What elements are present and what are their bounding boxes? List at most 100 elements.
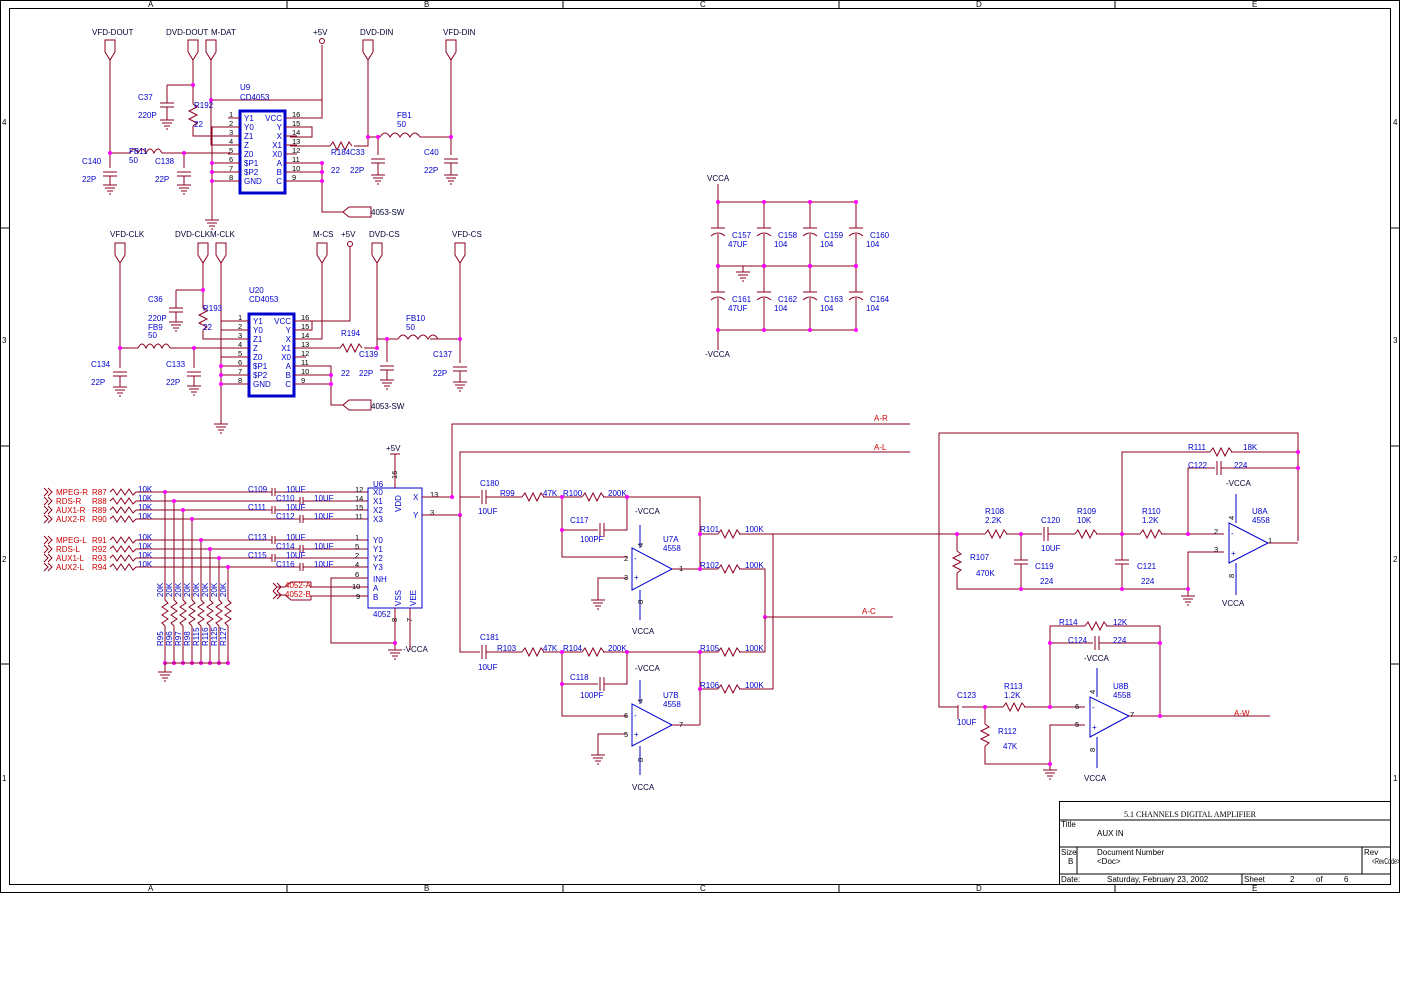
connector-vfd-din: VFD-DIN xyxy=(443,28,476,37)
u20-pinnum: 5 xyxy=(238,349,242,358)
r105-ref: R105 xyxy=(700,644,720,653)
input-resistor-val: 10K xyxy=(138,542,153,551)
c137-ref: C137 xyxy=(433,350,453,359)
input-net-label: MPEG-R xyxy=(56,488,88,497)
r112-ref: R112 xyxy=(998,727,1017,736)
u6-input-pin: Y3 xyxy=(373,563,383,572)
c140-val: 22P xyxy=(82,175,96,184)
c119-ref: C119 xyxy=(1035,562,1054,571)
c159-ref: C159 xyxy=(824,231,844,240)
connector-m-clk: M-CLK xyxy=(210,230,236,239)
u9-pinnum: 16 xyxy=(292,110,300,119)
input-resistor-ref: R90 xyxy=(92,515,107,524)
u7b-pin8: 8 xyxy=(636,758,645,762)
c180-ref: C180 xyxy=(480,479,500,488)
u20-pinnum: 3 xyxy=(238,331,242,340)
c164-val: 104 xyxy=(866,304,880,313)
fb11-val: 50 xyxy=(129,156,138,165)
u7b-ref: U7B xyxy=(663,691,679,700)
c157-val: 47UF xyxy=(728,240,748,249)
u9-pin-y1: Y1 xyxy=(244,114,254,123)
r102-val: 100K xyxy=(745,561,764,570)
c123-val: 10UF xyxy=(957,718,977,727)
tb-docnum: <Doc> xyxy=(1097,857,1121,866)
input-net-label: AUX2-L xyxy=(56,563,85,572)
u20-pinnum: 4 xyxy=(238,340,242,349)
r101-val: 100K xyxy=(745,525,764,534)
r184-ref: R184 xyxy=(331,148,351,157)
u20-pinnum: 12 xyxy=(301,349,309,358)
u9-pinnum: 10 xyxy=(292,164,300,173)
u20-pinnum: 10 xyxy=(301,367,309,376)
c118-val: 100PF xyxy=(580,691,604,700)
u9-pinnum: 15 xyxy=(292,119,300,128)
c140-ref: C140 xyxy=(82,157,102,166)
row-label: 3 xyxy=(1393,336,1398,345)
pulldown-ref: R97 xyxy=(174,631,183,646)
nvcca-u7a: -VCCA xyxy=(635,507,661,516)
u7a-pin1: 1 xyxy=(679,564,683,573)
tb-title-label: Title xyxy=(1061,820,1076,829)
c36-ref: C36 xyxy=(148,295,163,304)
r100-ref: R100 xyxy=(563,489,583,498)
pulldown-val: 20K xyxy=(165,582,174,597)
u20-pinnum: 11 xyxy=(301,358,309,367)
tb-size: B xyxy=(1068,857,1073,866)
tb-sheet: 2 xyxy=(1290,875,1295,884)
pulldown-val: 20K xyxy=(174,582,183,597)
c133-ref: C133 xyxy=(166,360,186,369)
tb-date-label: Date: xyxy=(1061,875,1080,884)
input-resistor-ref: R92 xyxy=(92,545,107,554)
u6-part: 4052 xyxy=(373,610,391,619)
u20-pinnum: 16 xyxy=(301,313,309,322)
u6-pin-y: Y xyxy=(413,511,419,520)
u6-input-pin: Y0 xyxy=(373,536,383,545)
r104-ref: R104 xyxy=(563,644,583,653)
u20-block: VFD-CLK DVD-CLK M-CLK M-CS +5V DVD-CS VF… xyxy=(91,230,482,434)
connector-dvd-cs: DVD-CS xyxy=(369,230,400,239)
tb-docnum-label: Document Number xyxy=(1097,848,1164,857)
pulldown-val: 20K xyxy=(183,582,192,597)
r109-val: 10K xyxy=(1077,516,1092,525)
c123-ref: C123 xyxy=(957,691,977,700)
c37-ref: C37 xyxy=(138,93,153,102)
c124-ref: C124 xyxy=(1068,636,1088,645)
svg-text:+: + xyxy=(1231,549,1236,558)
input-resistor-val: 10K xyxy=(138,533,153,542)
u20-pin-b: B xyxy=(286,371,291,380)
u20-part: CD4053 xyxy=(249,295,279,304)
input-net-label: AUX1-R xyxy=(56,506,86,515)
svg-text:+: + xyxy=(634,573,639,582)
row-label: 3 xyxy=(2,336,7,345)
tb-size-label: Size xyxy=(1061,848,1077,857)
c161-val: 47UF xyxy=(728,304,748,313)
svg-text:-: - xyxy=(1092,703,1095,712)
vcca-label: VCCA xyxy=(707,174,730,183)
c158-val: 104 xyxy=(774,240,788,249)
u20-pinnum: 7 xyxy=(238,367,242,376)
connector-m-dat: M-DAT xyxy=(211,28,236,37)
u8b-pin7: 7 xyxy=(1130,710,1134,719)
u20-pin-gnd: GND xyxy=(253,380,271,389)
u20-pin-a: A xyxy=(286,362,292,371)
input-resistor-ref: R91 xyxy=(92,536,107,545)
svg-text:+: + xyxy=(1092,723,1097,732)
u9-pin-z0: Z0 xyxy=(244,150,254,159)
c138-ref: C138 xyxy=(155,157,175,166)
u9-pin-p1: $P1 xyxy=(244,159,259,168)
r113-val: 1.2K xyxy=(1004,691,1021,700)
r114-ref: R114 xyxy=(1059,618,1078,627)
c118-ref: C118 xyxy=(570,673,589,682)
input-resistor-val: 10K xyxy=(138,485,153,494)
u6-pin13: 13 xyxy=(430,490,438,499)
u6-pinnum: 15 xyxy=(355,503,363,512)
u6-pinnum: 2 xyxy=(355,551,359,560)
u20-pin-vcc: VCC xyxy=(274,317,291,326)
input-net-label: RDS-R xyxy=(56,497,82,506)
u8a-ref: U8A xyxy=(1252,507,1268,516)
u8b-pin5: 5 xyxy=(1075,720,1079,729)
col-label: D xyxy=(976,0,982,9)
u9-pinnum: 2 xyxy=(229,119,233,128)
tb-rev: <RevCode> xyxy=(1372,857,1400,866)
